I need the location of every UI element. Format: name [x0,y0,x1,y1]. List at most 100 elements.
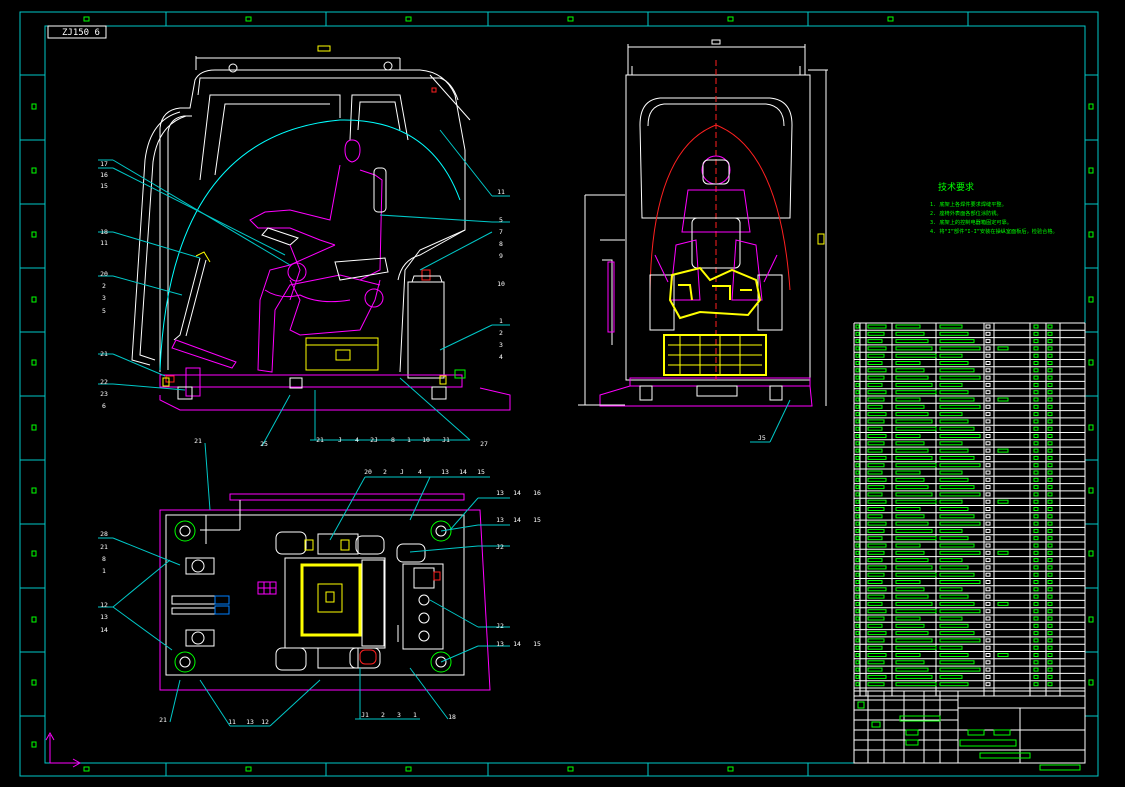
bom-cell-entry [939,455,975,460]
bom-cell-entry [985,331,991,336]
svg-text:11: 11 [100,239,108,247]
bom-cell-entry [985,397,991,402]
bom-cell-entry [1047,682,1053,687]
bom-cell-entry [997,550,1009,555]
bom-cell-entry [1033,485,1039,490]
svg-text:13: 13 [496,640,504,648]
bom-cell-entry [939,426,975,431]
svg-text:2J: 2J [370,436,378,444]
bom-cell-entry [867,674,887,679]
svg-text:8: 8 [499,240,503,248]
bom-cell-entry [985,587,991,592]
bom-cell-entry [1033,550,1039,555]
svg-text:13: 13 [246,718,254,726]
bom-cell-entry [867,645,883,650]
bom-cell-entry [985,463,991,468]
bom-cell-entry [985,653,991,657]
bom-cell-entry [867,660,885,665]
bom-cell-entry [855,507,860,511]
svg-text:12: 12 [261,718,269,726]
bom-cell-entry [985,645,991,650]
front-elevation-view [578,39,828,407]
svg-text:J1: J1 [361,711,369,719]
bom-cell-entry [985,455,991,460]
bom-cell-entry [939,324,963,329]
bom-cell-entry [855,536,860,541]
svg-text:18: 18 [100,228,108,236]
bom-cell-entry [895,404,925,409]
bom-cell-entry [1047,543,1053,548]
svg-text:1: 1 [102,567,106,575]
svg-text:15: 15 [100,182,108,190]
bom-cell-entry [1047,558,1053,563]
bom-cell-entry [1047,375,1053,380]
label-stamp-box [47,25,107,39]
bom-cell-entry [1033,616,1039,621]
bom-cell-entry [985,470,991,475]
bom-cell-entry [985,339,991,344]
bom-cell-entry [1047,587,1053,592]
bom-cell-entry [895,361,921,365]
svg-text:10: 10 [497,280,505,288]
bom-cell-entry [985,543,991,548]
bom-cell-entry [855,441,860,446]
bom-cell-entry [1033,580,1039,584]
svg-text:3: 3 [102,294,106,302]
bom-cell-entry [867,572,885,577]
bom-cell-entry [939,499,963,504]
bom-cell-entry [1033,667,1039,672]
bom-cell-entry [1033,368,1039,373]
svg-text:21: 21 [194,437,202,445]
bom-cell-entry [867,361,883,365]
bom-cell-entry [1033,623,1039,628]
bom-cell-entry [867,368,887,373]
bom-cell-entry [985,609,991,614]
bom-cell-entry [1047,412,1053,417]
svg-text:2: 2 [381,711,385,719]
bom-cell-entry [1033,572,1039,577]
bom-cell-entry [867,390,887,395]
bom-cell-entry [1033,609,1039,614]
bom-cell-entry [1033,397,1039,402]
bom-cell-entry [855,361,860,365]
bom-cell-entry [867,382,883,387]
svg-text:2: 2 [499,329,503,337]
bom-cell-entry [1047,477,1053,482]
bom-cell-entry [867,353,885,358]
bom-cell-entry [855,412,860,417]
svg-text:J: J [338,436,342,444]
bom-cell-entry [1033,587,1039,592]
bom-cell-entry [939,623,969,628]
side-callouts-bottom-labels: 25 21 J 4 2J 8 1 10 J1 27 [260,436,488,448]
bom-cell-entry [1033,638,1039,643]
bom-cell-entry [855,434,860,438]
bom-cell-entry [855,528,860,533]
bom-cell-entry [867,558,883,563]
side-callouts-left-labels: 17 16 15 18 11 20 2 3 5 21 22 23 6 [100,160,108,410]
bom-cell-entry [939,404,981,409]
bom-cell-entry [855,660,860,665]
bom-cell-entry [939,565,969,570]
bom-cell-entry [1047,638,1053,643]
bom-cell-entry [855,339,860,344]
bom-cell-entry [1033,492,1039,497]
svg-text:17: 17 [100,160,108,168]
bom-cell-entry [867,331,885,336]
bom-cell-entry [1047,346,1053,351]
bom-cell-entry [895,463,937,468]
bom-cell-entry [1047,353,1053,358]
bom-cell-entry [895,536,937,541]
svg-text:23: 23 [100,390,108,398]
bom-cell-entry [939,594,969,599]
bom-cell-entry [895,368,925,373]
bom-cell-entry [1047,390,1053,395]
bom-cell-entry [1047,674,1053,679]
bom-cell-entry [867,543,887,548]
svg-text:12: 12 [100,601,108,609]
bom-cell-entry [1033,448,1039,453]
svg-text:28: 28 [100,530,108,538]
bom-cell-entry [855,324,860,329]
svg-text:4: 4 [355,436,359,444]
bom-cell-entry [855,346,860,351]
bom-cell-entry [939,682,969,687]
